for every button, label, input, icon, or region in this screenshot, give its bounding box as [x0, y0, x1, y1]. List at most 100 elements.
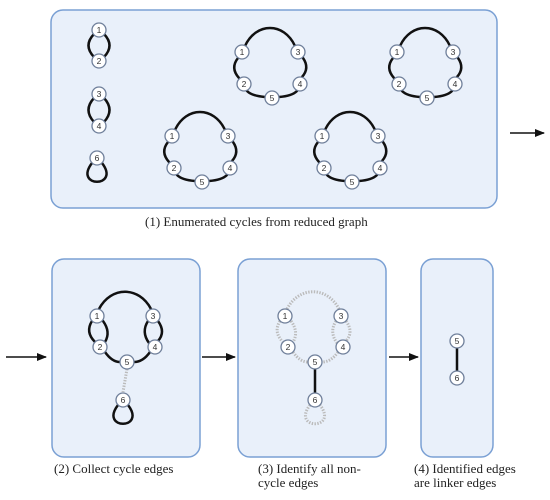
p1-ring-c-edge-4-5	[207, 173, 229, 183]
p3-node-4-label: 4	[341, 342, 346, 352]
p1-ring-b-node-1: 1	[389, 44, 405, 60]
p2-node-5-label: 5	[125, 357, 130, 367]
p1-ring-a-edge-5-2	[245, 89, 267, 99]
panel-1-enumerated-cycles	[50, 9, 498, 209]
p1-ring-c-node-1-label: 1	[170, 131, 175, 141]
p1-ring-a-edge-2-1	[233, 56, 241, 80]
p3-node-6-label: 6	[313, 395, 318, 405]
p1-cycle-c-node-6: 6	[89, 150, 105, 166]
p2-node-3: 3	[145, 308, 161, 324]
caption-panel-3-line-1: (3) Identify all non-	[258, 461, 361, 476]
caption-panel-4: (4) Identified edges are linker edges	[414, 462, 549, 490]
p2-node-4: 4	[147, 339, 163, 355]
p1-ring-b-node-3: 3	[445, 44, 461, 60]
p1-ring-d-node-3-label: 3	[376, 131, 381, 141]
p3-node-6: 6	[307, 392, 323, 408]
p1-cycle-b-edge-left	[87, 96, 96, 124]
p1-ring-a-node-5-label: 5	[270, 93, 275, 103]
p2-node-2: 2	[92, 339, 108, 355]
p3-node-2: 2	[280, 339, 296, 355]
caption-panel-3: (3) Identify all non- cycle edges	[258, 462, 388, 490]
p2-node-3-label: 3	[151, 311, 156, 321]
p1-ring-a-edge-1-3	[243, 26, 297, 48]
p4-node-5: 5	[449, 333, 465, 349]
p1-ring-c-edge-2-1	[163, 140, 171, 164]
p2-node-6: 6	[115, 392, 131, 408]
p1-ring-c-node-4: 4	[222, 160, 238, 176]
p3-edge-1-2-inner	[289, 320, 298, 343]
p1-ring-a-node-3: 3	[290, 44, 306, 60]
p1-ring-c-edge-5-2	[175, 173, 197, 183]
p1-ring-b-edge-3-4	[455, 56, 463, 79]
p1-cycle-a-node-1-label: 1	[97, 25, 102, 35]
p3-node-4: 4	[335, 339, 351, 355]
p1-ring-a-node-3-label: 3	[296, 47, 301, 57]
p1-ring-c-node-5: 5	[194, 174, 210, 190]
p1-cycle-b-node-4: 4	[91, 118, 107, 134]
caption-panel-4-line-1: (4) Identified edges	[414, 461, 516, 476]
p1-ring-c-node-4-label: 4	[228, 163, 233, 173]
p1-ring-b-node-1-label: 1	[395, 47, 400, 57]
p1-ring-d-node-2: 2	[316, 160, 332, 176]
p2-edge-1-2-outer	[87, 319, 97, 344]
p1-ring-d-node-1-label: 1	[320, 131, 325, 141]
p2-self-loop	[112, 403, 134, 425]
p2-node-1-label: 1	[95, 311, 100, 321]
p3-node-3-label: 3	[339, 311, 344, 321]
p2-edge-4-5	[132, 350, 152, 364]
p1-ring-b-node-5-label: 5	[425, 93, 430, 103]
p3-node-2-label: 2	[286, 342, 291, 352]
caption-panel-1: (1) Enumerated cycles from reduced graph	[145, 214, 368, 229]
p1-ring-b-node-5: 5	[419, 90, 435, 106]
p3-node-3: 3	[333, 308, 349, 324]
p1-ring-d-edge-3-4	[380, 140, 388, 163]
p1-ring-c-node-2-label: 2	[172, 163, 177, 173]
p1-cycle-b-node-3: 3	[91, 86, 107, 102]
p1-cycle-c-self-loop	[86, 161, 108, 183]
p1-cycle-a-edge-left	[87, 32, 96, 59]
p1-ring-d-node-1: 1	[314, 128, 330, 144]
p2-node-4-label: 4	[153, 342, 158, 352]
p1-ring-c-node-3-label: 3	[226, 131, 231, 141]
p1-ring-b-node-4: 4	[447, 76, 463, 92]
p1-cycle-b-node-4-label: 4	[97, 121, 102, 131]
p4-node-6-label: 6	[455, 373, 460, 383]
p1-ring-a-node-2: 2	[236, 76, 252, 92]
caption-panel-3-line-2: cycle edges	[258, 475, 319, 490]
p2-edge-1-3	[97, 290, 153, 311]
p1-cycle-c-node-6-label: 6	[95, 153, 100, 163]
p1-cycle-b-edge-right	[102, 96, 111, 124]
p3-node-5-label: 5	[313, 357, 318, 367]
p1-ring-a-node-5: 5	[264, 90, 280, 106]
p1-ring-c-node-2: 2	[166, 160, 182, 176]
p3-node-1: 1	[277, 308, 293, 324]
p2-edge-3-4-inner	[143, 319, 151, 345]
p1-ring-a-edge-3-4	[300, 56, 308, 79]
p1-ring-b-node-2-label: 2	[397, 79, 402, 89]
p3-edge-1-3	[285, 290, 341, 310]
p1-ring-b-edge-4-5	[432, 89, 454, 99]
p1-ring-b-node-4-label: 4	[453, 79, 458, 89]
p1-ring-a-node-1: 1	[234, 44, 250, 60]
p2-edge-2-5	[103, 350, 122, 364]
p1-cycle-a-edge-right	[102, 32, 111, 59]
p3-node-5: 5	[307, 354, 323, 370]
p1-ring-d-node-3: 3	[370, 128, 386, 144]
p1-ring-a-node-4: 4	[292, 76, 308, 92]
p1-ring-b-node-2: 2	[391, 76, 407, 92]
caption-panel-4-line-2: are linker edges	[414, 475, 497, 490]
p1-ring-d-edge-5-2	[325, 173, 347, 183]
p1-ring-a-node-2-label: 2	[242, 79, 247, 89]
p2-edge-1-2-inner	[101, 319, 109, 344]
p1-ring-b-edge-5-2	[400, 89, 422, 99]
p1-ring-a-node-4-label: 4	[298, 79, 303, 89]
p1-cycle-a-node-2: 2	[91, 53, 107, 69]
p1-ring-d-node-2-label: 2	[322, 163, 327, 173]
p1-ring-c-node-1: 1	[164, 128, 180, 144]
p2-edge-3-4-outer	[156, 319, 164, 343]
p2-node-1: 1	[89, 308, 105, 324]
p1-ring-c-edge-3-4	[230, 140, 238, 163]
p1-ring-d-edge-4-5	[357, 173, 379, 183]
p2-node-5: 5	[119, 354, 135, 370]
p3-edge-3-4-inner	[331, 320, 339, 344]
